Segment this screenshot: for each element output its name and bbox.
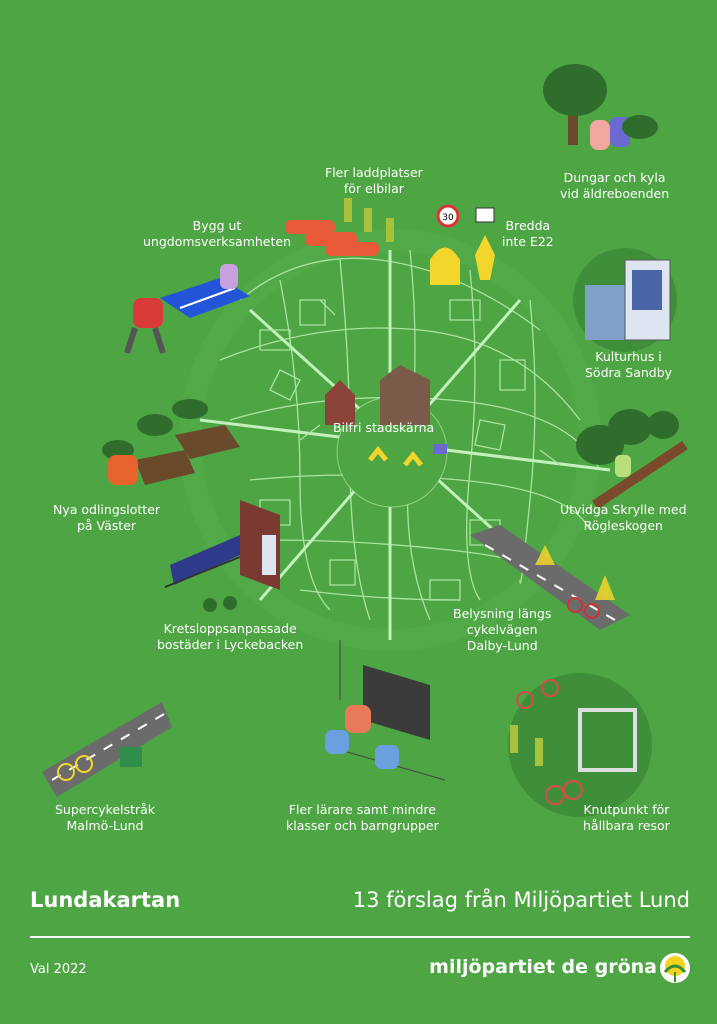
dandelion-logo-icon — [660, 953, 690, 983]
car-icon — [285, 220, 379, 256]
kulturhus-icon — [573, 248, 677, 352]
tree-icon — [543, 64, 658, 150]
label-stadskarna: Bilfri stadskärna — [333, 420, 435, 435]
odling-icon — [102, 399, 240, 485]
cycle-lane-icon — [470, 525, 630, 630]
skrylle-icon — [576, 409, 688, 510]
pingpong-icon — [124, 264, 250, 354]
poster-subtitle: 13 förslag från Miljöpartiet Lund — [352, 888, 690, 912]
person-icon — [368, 444, 447, 467]
party-name: miljöpartiet de gröna — [429, 956, 657, 978]
train-icon — [164, 500, 280, 612]
building-icon — [325, 365, 430, 425]
classroom-icon — [325, 640, 446, 781]
speed-sign-value: 30 — [442, 213, 454, 223]
bus-stop-icon — [508, 673, 652, 817]
divider — [30, 936, 690, 938]
charger-icon — [344, 198, 394, 242]
protest-icon: 30 — [430, 204, 495, 285]
poster-title: Lundakartan — [30, 888, 181, 912]
election-year: Val 2022 — [30, 962, 87, 977]
bicycle-icon — [42, 702, 172, 797]
